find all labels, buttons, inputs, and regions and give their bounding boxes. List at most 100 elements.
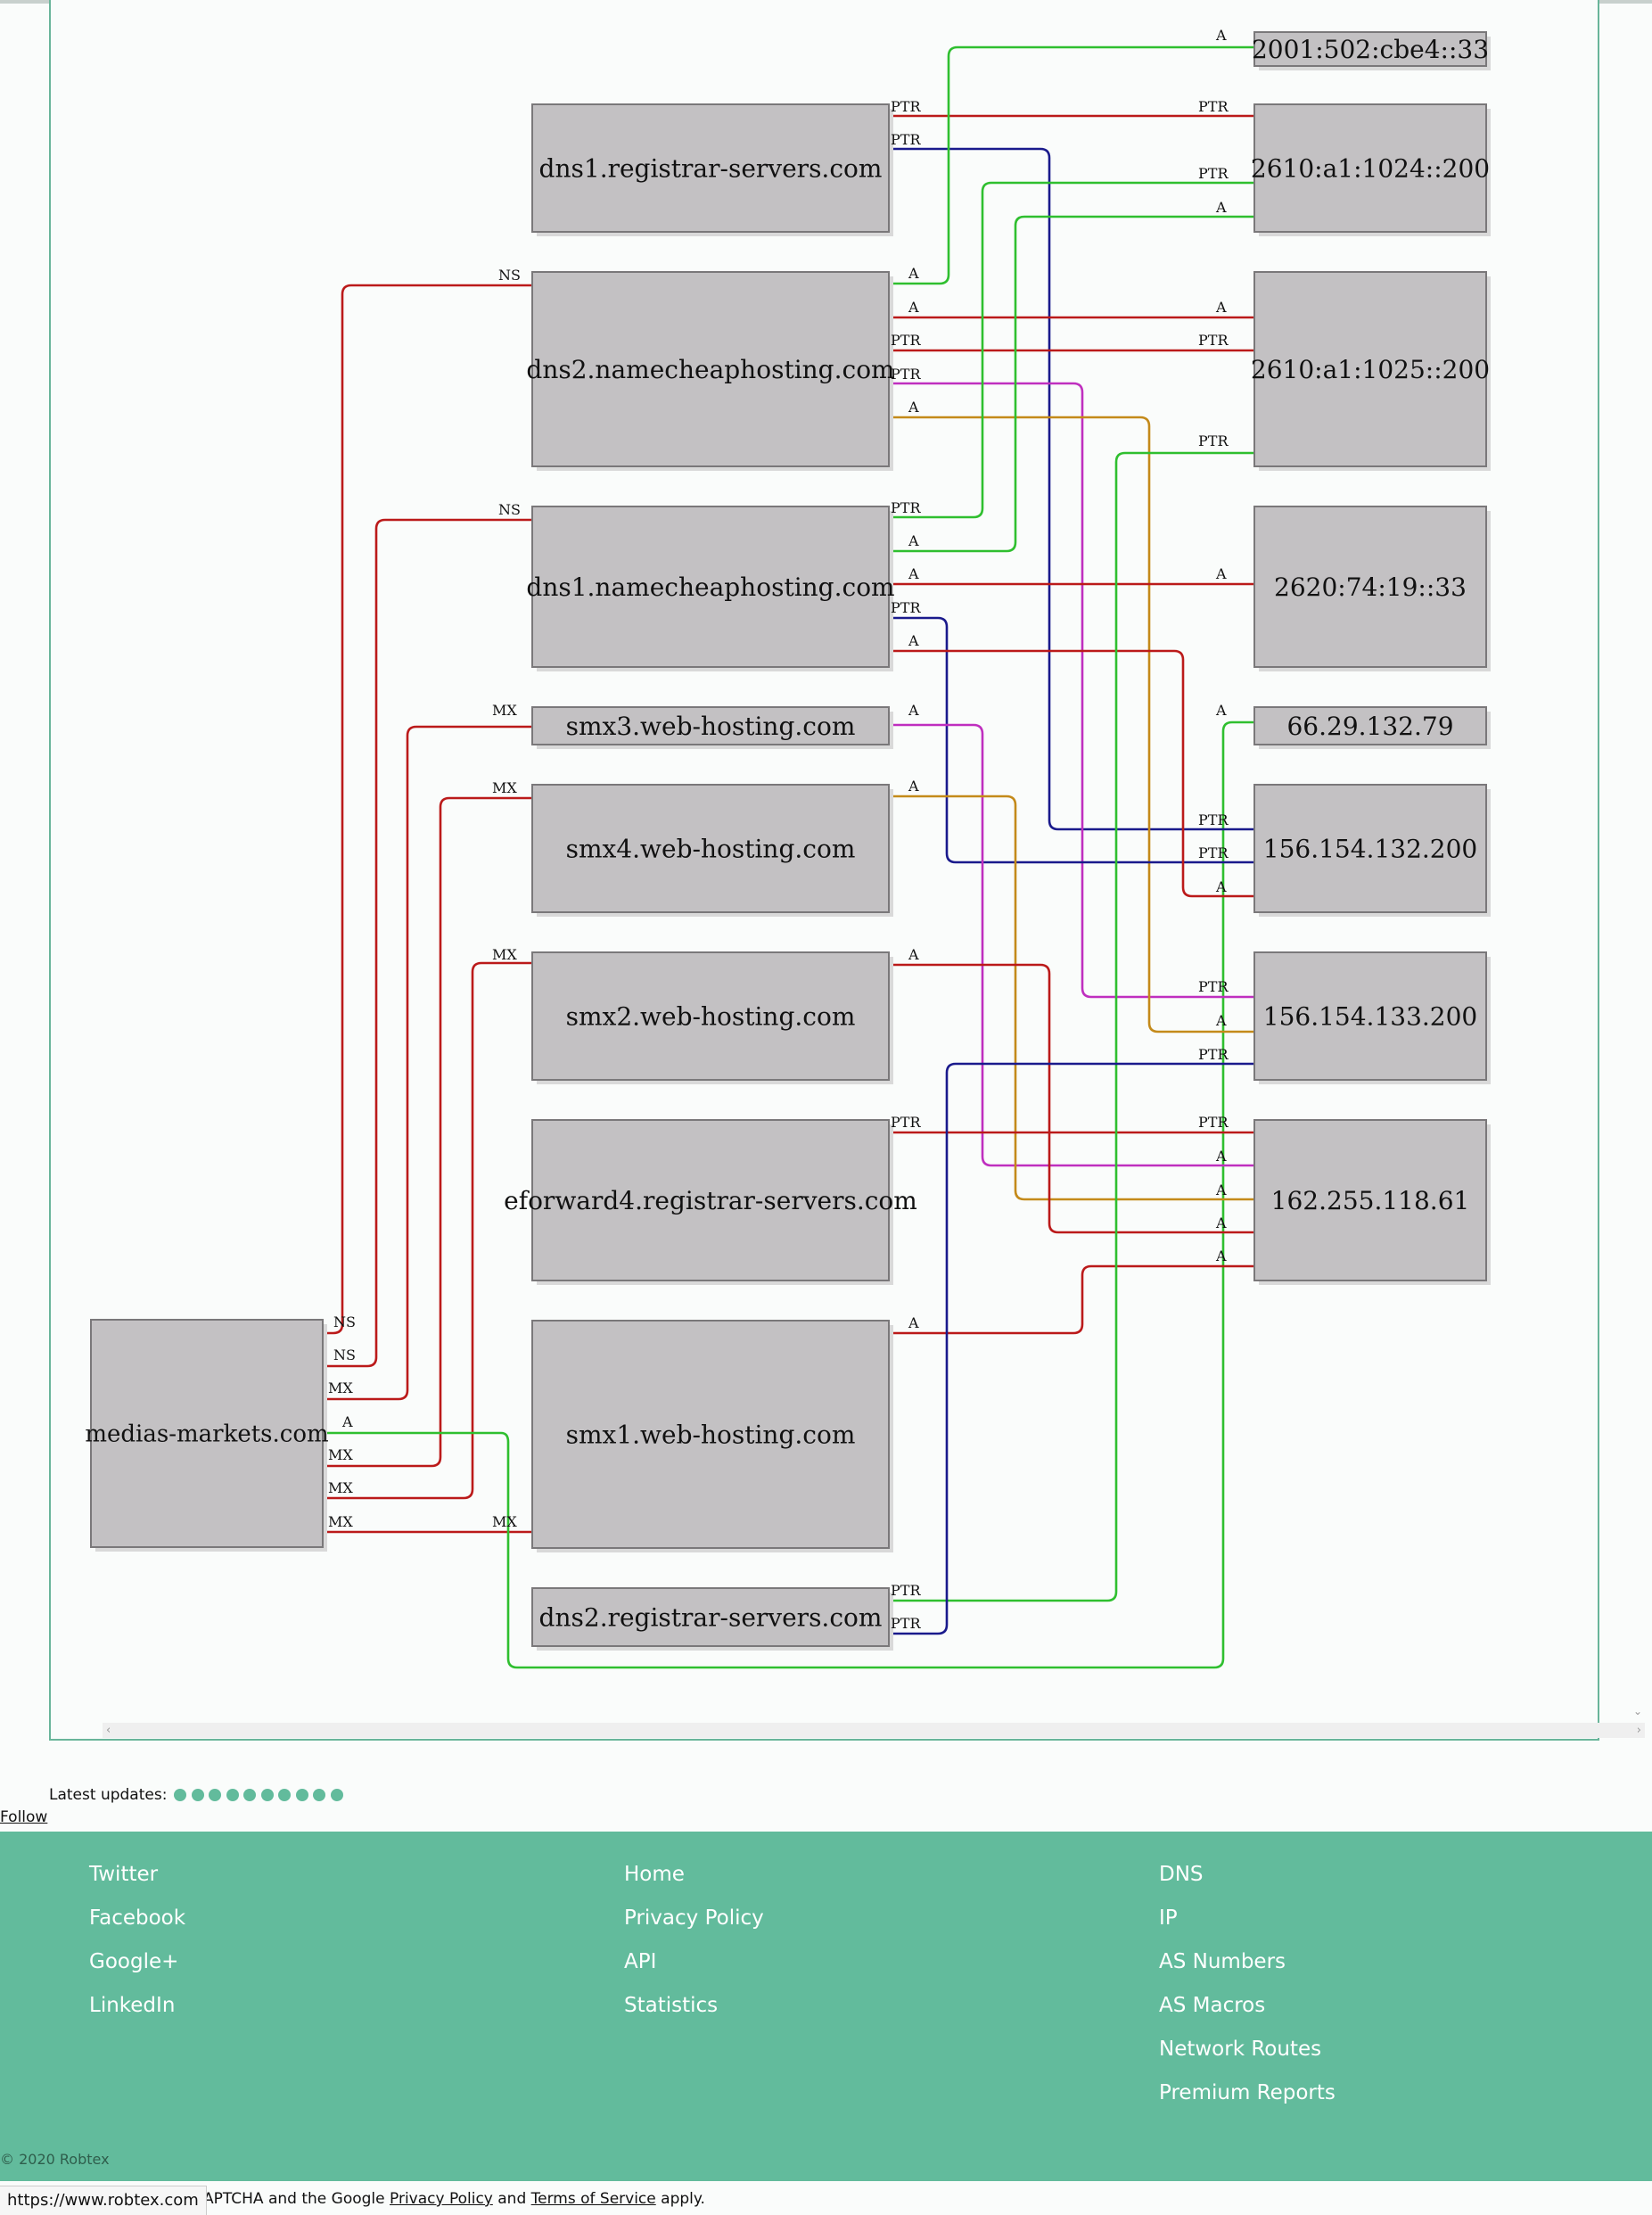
node-box-eforward4[interactable]	[531, 1119, 890, 1281]
edge-label: A	[1215, 878, 1227, 895]
footer-link-facebook[interactable]: Facebook	[89, 1906, 186, 1930]
edge-label: A	[1215, 199, 1227, 216]
edge-label: A	[908, 532, 919, 549]
edge-red	[323, 518, 532, 1368]
node-label-smx1[interactable]: smx1.web-hosting.com	[566, 1420, 856, 1449]
update-dot[interactable]	[191, 1789, 204, 1801]
edge-red	[323, 796, 532, 1468]
footer-site-column: Home Privacy Policy API Statistics	[624, 1853, 764, 2028]
update-dot[interactable]	[174, 1789, 187, 1801]
recaptcha-terms-link[interactable]: Terms of Service	[530, 2190, 656, 2208]
node-box-dns2_registrar[interactable]	[531, 1587, 890, 1647]
node-label-dns2_registrar[interactable]: dns2.registrar-servers.com	[539, 1602, 883, 1632]
edge-red	[889, 1264, 1254, 1335]
node-label-ip_156_132[interactable]: 156.154.132.200	[1263, 834, 1477, 863]
footer-link-as-macros[interactable]: AS Macros	[1159, 1994, 1266, 2017]
node-box-smx1[interactable]	[531, 1320, 890, 1549]
recaptcha-privacy-link[interactable]: Privacy Policy	[390, 2190, 493, 2208]
node-label-dns1_namecheap[interactable]: dns1.namecheaphosting.com	[526, 572, 894, 602]
node-label-ip_2001[interactable]: 2001:502:cbe4::33	[1252, 35, 1489, 64]
edge-red	[323, 725, 532, 1401]
node-label-ip_156_133[interactable]: 156.154.133.200	[1263, 1001, 1477, 1031]
node-box-ip_66[interactable]	[1253, 706, 1487, 745]
recaptcha-notice: APTCHA and the Google Privacy Policy and…	[203, 2190, 705, 2208]
edge-label: A	[1215, 565, 1227, 582]
node-box-smx2[interactable]	[531, 951, 890, 1081]
update-dot[interactable]	[330, 1789, 343, 1801]
follow-link[interactable]: Follow	[0, 1808, 48, 1826]
edge-orange	[889, 416, 1254, 1033]
node-label-ip_2620[interactable]: 2620:74:19::33	[1274, 572, 1467, 602]
footer-link-home[interactable]: Home	[624, 1863, 685, 1886]
footer-link-linkedin[interactable]: LinkedIn	[89, 1994, 176, 2017]
scroll-left-icon[interactable]: ‹	[106, 1724, 111, 1737]
edge-label: PTR	[891, 366, 921, 383]
edge-labels: NSNSMXAMXMXMXNSNSMXMXMXMXPTRPTRAAPTRPTRA…	[328, 27, 1229, 1632]
edge-label: NS	[333, 1313, 356, 1330]
node-label-ip_66[interactable]: 66.29.132.79	[1286, 712, 1453, 741]
edge-label: A	[908, 1314, 919, 1331]
node-label-smx4[interactable]: smx4.web-hosting.com	[566, 834, 856, 863]
edge-label: PTR	[891, 332, 921, 349]
edge-orange	[889, 795, 1254, 1201]
update-dot[interactable]	[243, 1789, 257, 1801]
footer-link-twitter[interactable]: Twitter	[89, 1863, 159, 1886]
edge-label: MX	[328, 1479, 353, 1496]
dns-graph: medias-markets.com dns1.registrar-servers…	[85, 27, 1491, 1669]
node-box-ip_156_132[interactable]	[1253, 784, 1487, 913]
footer-tools-column: DNS IP AS Numbers AS Macros Network Rout…	[1159, 1853, 1336, 2115]
node-box-smx3[interactable]	[531, 706, 890, 745]
edge-label: A	[908, 565, 919, 582]
node-label-ip_162[interactable]: 162.255.118.61	[1271, 1186, 1470, 1215]
node-box-dns2_namecheap[interactable]	[531, 271, 890, 467]
node-label-dns1_registrar[interactable]: dns1.registrar-servers.com	[539, 153, 883, 183]
scroll-down-icon[interactable]: ⌄	[1633, 1705, 1643, 1717]
dns-graph-panel[interactable]: medias-markets.com dns1.registrar-servers…	[49, 0, 1645, 1741]
footer: Twitter Facebook Google+ LinkedIn Home P…	[0, 1832, 1652, 2181]
footer-link-googleplus[interactable]: Google+	[89, 1950, 179, 1973]
update-dot[interactable]	[313, 1789, 326, 1801]
footer-link-premium-reports[interactable]: Premium Reports	[1159, 2081, 1336, 2104]
node-box-ip_2001[interactable]	[1253, 31, 1487, 67]
footer-link-dns[interactable]: DNS	[1159, 1863, 1204, 1886]
footer-link-statistics[interactable]: Statistics	[624, 1994, 719, 2017]
edge-red	[889, 649, 1254, 898]
latest-updates: Latest updates:	[49, 1786, 348, 1804]
update-dot[interactable]	[209, 1789, 222, 1801]
edge-label: A	[908, 946, 919, 963]
update-dot[interactable]	[226, 1789, 239, 1801]
update-dot[interactable]	[260, 1789, 274, 1801]
edge-label: A	[908, 265, 919, 282]
node-label-smx2[interactable]: smx2.web-hosting.com	[566, 1001, 856, 1031]
node-box-ip_156_133[interactable]	[1253, 951, 1487, 1081]
edge-navy	[889, 1062, 1254, 1635]
node-box-ip_162[interactable]	[1253, 1119, 1487, 1281]
footer-link-ip[interactable]: IP	[1159, 1906, 1178, 1930]
update-dot[interactable]	[295, 1789, 308, 1801]
edge-label: PTR	[1198, 165, 1229, 182]
node-label-ip_2610_1024[interactable]: 2610:a1:1024::200	[1251, 153, 1490, 183]
node-box-domain[interactable]	[90, 1319, 324, 1548]
node-label-eforward4[interactable]: eforward4.registrar-servers.com	[504, 1186, 917, 1215]
scroll-right-icon[interactable]: ›	[1636, 1724, 1641, 1737]
node-label-ip_2610_1025[interactable]: 2610:a1:1025::200	[1251, 355, 1490, 384]
edge-label: A	[1215, 1012, 1227, 1029]
node-label-domain[interactable]: medias-markets.com	[85, 1421, 328, 1448]
footer-link-as-numbers[interactable]: AS Numbers	[1159, 1950, 1286, 1973]
update-dot[interactable]	[278, 1789, 292, 1801]
node-box-ip_2610_1024[interactable]	[1253, 103, 1487, 233]
node-box-dns1_registrar[interactable]	[531, 103, 890, 233]
node-box-ip_2610_1025[interactable]	[1253, 271, 1487, 467]
node-box-ip_2620[interactable]	[1253, 506, 1487, 668]
node-box-smx4[interactable]	[531, 784, 890, 913]
edge-label: PTR	[1198, 844, 1229, 861]
edge-label: PTR	[891, 1615, 921, 1632]
footer-link-privacy[interactable]: Privacy Policy	[624, 1906, 764, 1930]
edge-label: A	[908, 632, 919, 649]
node-label-smx3[interactable]: smx3.web-hosting.com	[566, 712, 856, 741]
horizontal-scrollbar[interactable]: ‹ ›	[103, 1723, 1645, 1738]
node-label-dns2_namecheap[interactable]: dns2.namecheaphosting.com	[526, 355, 894, 384]
footer-link-network-routes[interactable]: Network Routes	[1159, 2038, 1322, 2061]
footer-link-api[interactable]: API	[624, 1950, 657, 1973]
node-box-dns1_namecheap[interactable]	[531, 506, 890, 668]
